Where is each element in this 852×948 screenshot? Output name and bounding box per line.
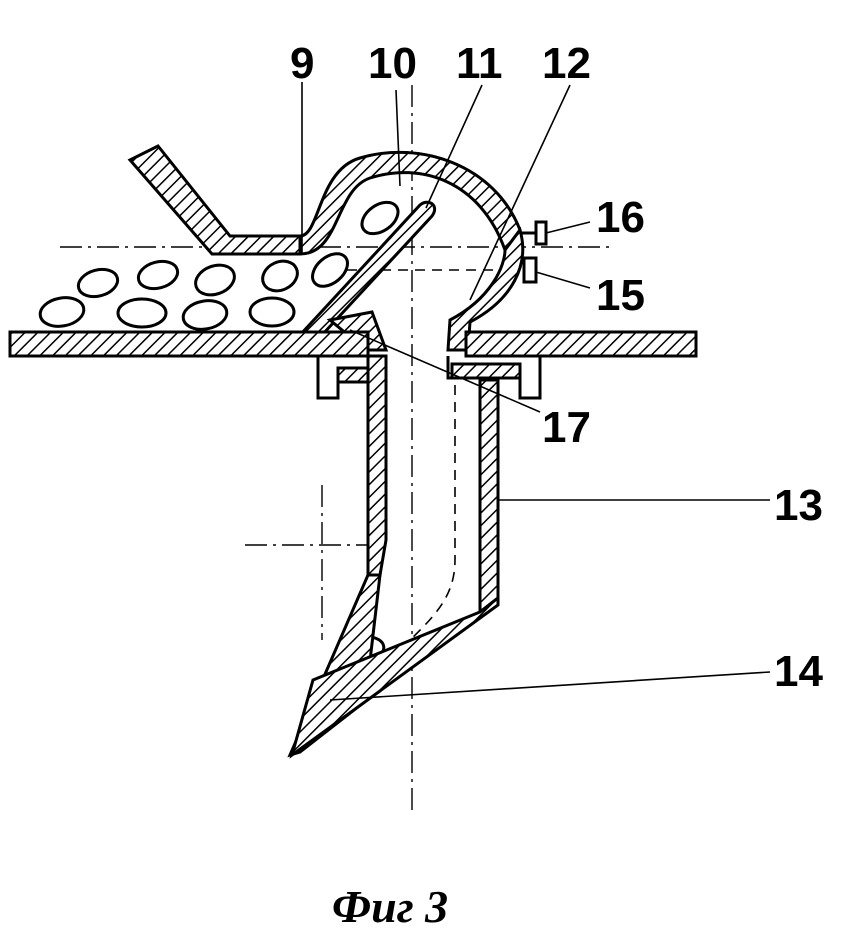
seed <box>76 267 120 299</box>
leader-14 <box>329 671 771 701</box>
flange-right <box>446 356 542 400</box>
seed <box>248 296 296 328</box>
label-10: 10 <box>368 39 417 88</box>
bolt-16 <box>534 220 548 246</box>
seed <box>38 296 86 328</box>
label-12: 12 <box>542 39 591 88</box>
label-14: 14 <box>774 647 823 696</box>
seed <box>136 259 180 291</box>
label-13: 13 <box>774 481 823 530</box>
seed <box>116 297 168 329</box>
figure-caption: Фиг 3 <box>332 881 448 932</box>
seeds-group <box>38 200 400 665</box>
seed <box>261 259 299 293</box>
label-17: 17 <box>542 403 591 452</box>
leader-16 <box>545 221 591 234</box>
coulter-tube-right-wall <box>478 378 500 616</box>
label-15: 15 <box>596 271 645 320</box>
label-16: 16 <box>596 193 645 242</box>
leader-15 <box>535 271 591 289</box>
leader-12 <box>469 84 571 301</box>
hopper-bottom-plate-right <box>464 330 698 358</box>
leader-11 <box>425 84 483 209</box>
guide-plate <box>296 200 437 337</box>
hopper-bottom-plate <box>8 330 370 358</box>
seed <box>360 200 400 236</box>
label-11: 11 <box>456 39 503 88</box>
bolt-15 <box>522 256 538 284</box>
feed-chute-wall <box>127 144 302 256</box>
coulter-tube-left-wall <box>366 354 388 577</box>
seed-channel <box>399 385 456 651</box>
leader-17 <box>349 329 541 413</box>
seed <box>194 263 236 297</box>
flange-right-seal <box>450 362 522 380</box>
seed <box>311 252 349 288</box>
leader-10 <box>395 89 401 187</box>
coulter-share-lower <box>289 594 500 759</box>
seed <box>181 299 229 331</box>
label-9: 9 <box>290 39 314 88</box>
